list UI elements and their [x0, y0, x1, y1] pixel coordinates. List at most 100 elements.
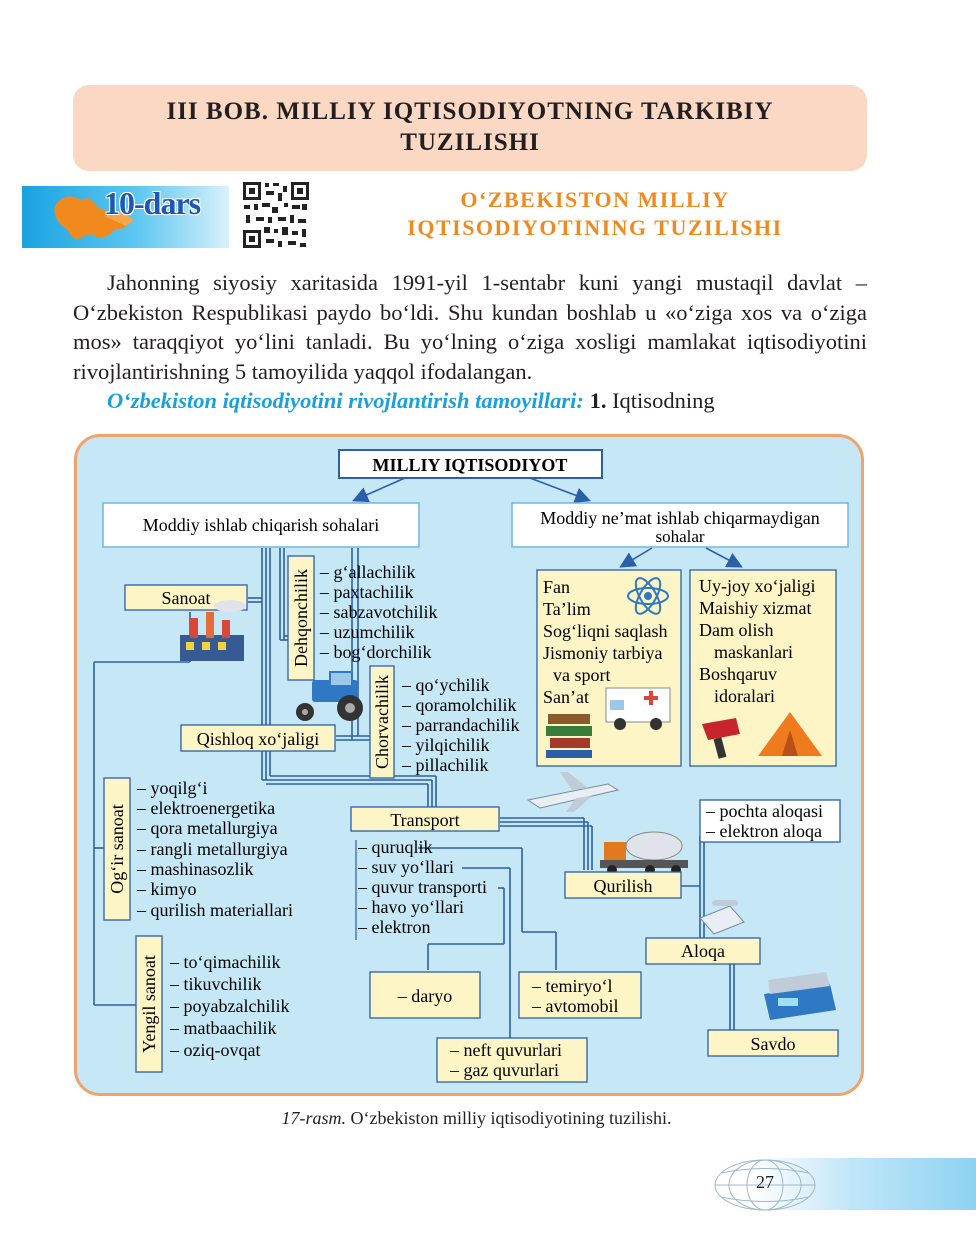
- list-item: – yilqichilik: [401, 735, 490, 755]
- tractor-icon: [296, 671, 363, 721]
- neft-label: – neft quvurlari: [449, 1040, 562, 1060]
- list-item: Sog‘liqni saqlash: [543, 621, 668, 641]
- list-item: Maishiy xizmat: [699, 598, 811, 618]
- diagram-connectors: [93, 477, 743, 1040]
- chapter-title-line2: TUZILISHI: [400, 129, 540, 156]
- list-item: Uy-joy xo‘jaligi: [699, 576, 815, 596]
- qurilish-box: Qurilish: [564, 871, 682, 899]
- list-item: Boshqaruv: [699, 664, 777, 684]
- diagram-root-box: MILLIY IQTISODIYOT: [338, 449, 603, 479]
- list-item: – qo‘ychilik: [401, 675, 490, 695]
- list-item: – quvur transporti: [357, 877, 487, 897]
- lesson-title: O‘ZBEKISTON MILLIY IQTISODIYOTINING TUZI…: [370, 186, 820, 242]
- list-item: – pillachilik: [401, 755, 488, 775]
- daryo-label: – daryo: [397, 986, 452, 1006]
- ogir-sanoat-box: Og‘ir sanoat: [103, 777, 131, 921]
- list-item: Fan: [543, 577, 570, 597]
- qishloq-xojaligi-label: Qishloq xo‘jaligi: [197, 729, 320, 749]
- transport-label: Transport: [390, 810, 459, 830]
- chorvachilik-label: Chorvachilik: [372, 675, 392, 769]
- nonmaterial-sector-label-line2: sohalar: [655, 527, 704, 546]
- list-item: – tikuvchilik: [169, 974, 262, 994]
- communication-types-box: – pochta aloqasi – elektron aloqa: [699, 799, 841, 843]
- list-item: – qurilish materiallari: [136, 900, 293, 920]
- aloqa-box: Aloqa: [645, 937, 761, 965]
- qishloq-xojaligi-box: Qishloq xo‘jaligi: [180, 724, 336, 752]
- yengil-sanoat-list: – to‘qimachilik – tikuvchilik – poyabzal…: [169, 952, 289, 1060]
- hairdryer-icon: [702, 718, 740, 759]
- list-item: – kimyo: [136, 879, 197, 899]
- list-item: va sport: [553, 665, 611, 685]
- chapter-title-line1: III BOB. MILLIY IQTISODIYOTNING TARKIBIY: [166, 98, 774, 125]
- list-item: – paxtachilik: [319, 582, 413, 602]
- diagram-root-label: MILLIY IQTISODIYOT: [373, 455, 568, 475]
- caption-label: 17-rasm.: [281, 1108, 346, 1128]
- pochta-label: – pochta aloqasi: [705, 801, 823, 821]
- ogir-sanoat-list: – yoqilg‘i – elektroenergetika – qora me…: [136, 778, 293, 920]
- lesson-title-line2: IQTISODIYOTINING TUZILISHI: [407, 215, 783, 240]
- elektron-aloqa-label: – elektron aloqa: [705, 821, 822, 841]
- qurilish-label: Qurilish: [593, 876, 652, 896]
- list-item: – matbaachilik: [169, 1018, 276, 1038]
- caption-text: O‘zbekiston milliy iqtisodiyotining tuzi…: [350, 1108, 672, 1128]
- pipeline-box: – neft quvurlari – gaz quvurlari: [436, 1037, 588, 1083]
- housing-services-box: Uy-joy xo‘jaligi Maishiy xizmat Dam olis…: [689, 569, 837, 767]
- list-item: – to‘qimachilik: [169, 952, 280, 972]
- lesson-label: 10-dars: [104, 185, 201, 221]
- chorvachilik-box: Chorvachilik: [369, 665, 395, 779]
- list-item: – havo yo‘llari: [357, 897, 464, 917]
- list-item: – uzumchilik: [319, 622, 414, 642]
- list-item: – qoramolchilik: [401, 695, 516, 715]
- list-item: – qora metallurgiya: [136, 818, 278, 838]
- scale-icon: [764, 972, 836, 1020]
- list-item: – rangli metallurgiya: [136, 839, 288, 859]
- yengil-sanoat-box: Yengil sanoat: [135, 935, 163, 1073]
- figure-caption: 17-rasm. O‘zbekiston milliy iqtisodiyoti…: [0, 1108, 953, 1129]
- list-item: – elektroenergetika: [136, 798, 275, 818]
- lesson-title-line1: O‘ZBEKISTON MILLIY: [460, 187, 730, 212]
- chorvachilik-list: – qo‘ychilik – qoramolchilik – parrandac…: [401, 675, 519, 775]
- list-item: – suv yo‘llari: [357, 857, 454, 877]
- books-icon: [546, 714, 592, 758]
- list-item: – quruqlik: [357, 837, 433, 857]
- list-item: – oziq-ovqat: [169, 1040, 260, 1060]
- aloqa-label: Aloqa: [681, 941, 725, 961]
- principle-number: 1.: [589, 388, 607, 413]
- savdo-box: Savdo: [707, 1029, 839, 1057]
- list-item: Dam olish: [699, 620, 774, 640]
- concrete-mixer-icon: [600, 831, 688, 875]
- list-item: – mashinasozlik: [136, 859, 253, 879]
- lesson-badge: [22, 186, 229, 248]
- list-item: Jismoniy tarbiya: [543, 643, 663, 663]
- daryo-box: – daryo: [369, 971, 481, 1019]
- list-item: – yoqilg‘i: [136, 778, 208, 798]
- atom-icon: [627, 577, 669, 615]
- nonmaterial-sector-label-line1: Moddiy ne’mat ishlab chiqarmaydigan: [540, 508, 819, 528]
- principles-heading: O‘zbekiston iqtisodiyotini rivojlantiris…: [107, 388, 584, 413]
- list-item: – poyabzalchilik: [169, 996, 289, 1016]
- list-item: idoralari: [714, 686, 775, 706]
- dehqonchilik-label: Dehqonchilik: [291, 569, 311, 667]
- list-item: – bog‘dorchilik: [319, 642, 431, 662]
- ambulance-icon: [605, 687, 671, 730]
- avtomobil-label: – avtomobil: [531, 996, 619, 1016]
- qr-code-icon[interactable]: [242, 181, 310, 249]
- list-item: San’at: [543, 687, 589, 707]
- dehqonchilik-list: – g‘allachilik – paxtachilik – sabzavotc…: [319, 562, 437, 662]
- list-item: Ta’lim: [543, 599, 591, 619]
- list-item: – g‘allachilik: [319, 562, 415, 582]
- material-sector-label: Moddiy ishlab chiqarish sohalari: [143, 515, 379, 535]
- list-item: – parrandachilik: [401, 715, 519, 735]
- transport-list: – quruqlik – suv yo‘llari – quvur transp…: [357, 837, 487, 937]
- dehqonchilik-box: Dehqonchilik: [287, 555, 315, 681]
- nonmaterial-sector-box: Moddiy ne’mat ishlab chiqarmaydigan soha…: [511, 502, 849, 548]
- list-item: – sabzavotchilik: [319, 602, 437, 622]
- paragraph-principles: O‘zbekiston iqtisodiyotini rivojlantiris…: [73, 386, 867, 416]
- chapter-banner: [73, 85, 867, 171]
- airplane-icon: [526, 772, 620, 812]
- chapter-title: III BOB. MILLIY IQTISODIYOTNING TARKIBIY…: [73, 96, 867, 158]
- uzbekistan-map-icon: [54, 196, 134, 239]
- tent-icon: [758, 712, 822, 756]
- transport-box: Transport: [350, 806, 500, 832]
